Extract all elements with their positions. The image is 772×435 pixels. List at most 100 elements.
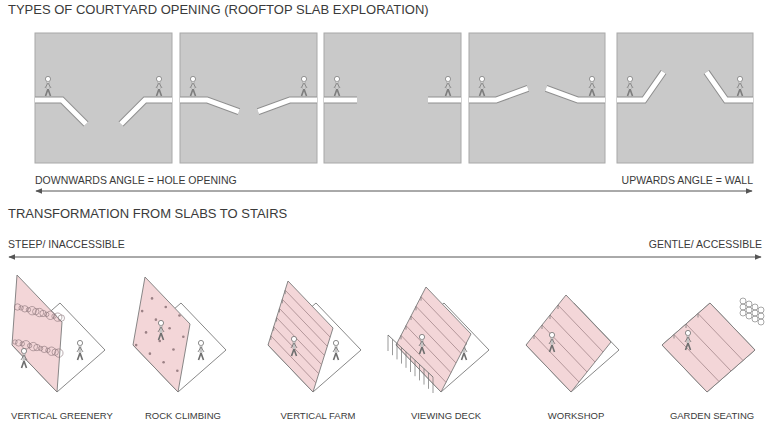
inclined-slab: [268, 281, 333, 392]
stair-step: [558, 305, 603, 352]
rooftop-slab: [428, 97, 461, 104]
rooftop-slab: [35, 100, 86, 124]
plant-mark: [27, 343, 31, 347]
plant-mark: [14, 304, 20, 310]
stair-riser: [285, 290, 286, 294]
person-figure: [291, 336, 296, 341]
person-figure: [462, 353, 467, 360]
plant-mark: [752, 316, 758, 322]
stair-step: [421, 297, 466, 344]
panel-ground: [180, 33, 317, 163]
person-figure: [589, 76, 594, 81]
climbing-hold: [151, 297, 154, 300]
stair-riser: [273, 327, 274, 331]
inclined-slab: [133, 277, 190, 392]
plant-mark: [35, 308, 43, 316]
person-figure: [550, 345, 555, 352]
climbing-hold: [141, 310, 144, 313]
rooftop-slab: [121, 100, 172, 124]
plant-mark: [740, 304, 746, 310]
program-label: VERTICAL FARM: [281, 411, 356, 422]
person-figure: [420, 347, 425, 354]
program-label: VIEWING DECK: [411, 411, 481, 422]
person-figure: [78, 353, 83, 360]
stair-step: [698, 314, 743, 361]
stair-step: [401, 335, 446, 382]
plant-mark: [740, 310, 746, 316]
stair-step: [674, 335, 719, 382]
scale-arrow: [9, 257, 761, 258]
person-figure: [46, 89, 51, 96]
stair-step: [416, 306, 461, 353]
stair-riser: [279, 308, 280, 312]
rooftop-slab: [617, 72, 664, 100]
slab-panel: [35, 33, 172, 163]
person-figure: [445, 83, 451, 88]
stair-step: [271, 336, 316, 383]
stair-step: [282, 299, 327, 346]
person-figure: [480, 89, 485, 96]
rooftop-slab: [35, 100, 86, 124]
person-figure: [628, 89, 633, 96]
climbing-hold: [155, 318, 158, 321]
person-figure: [190, 83, 196, 88]
person-figure: [45, 83, 51, 88]
scale-arrow: [36, 191, 752, 192]
person-figure: [590, 89, 595, 96]
climbing-hold: [168, 327, 171, 330]
person-figure: [198, 340, 203, 345]
rooftop-slab: [469, 88, 528, 100]
climbing-hold: [164, 306, 167, 309]
rooftop-slab: [707, 72, 754, 100]
plant-mark: [33, 308, 39, 314]
person-figure: [627, 76, 632, 81]
stair-step: [550, 315, 595, 362]
section-title: TRANSFORMATION FROM SLABS TO STAIRS: [8, 207, 287, 222]
person-figure: [198, 347, 204, 352]
plant-mark: [41, 346, 47, 352]
plant-mark: [746, 307, 752, 313]
rooftop-slab: [180, 100, 239, 112]
floor-slab: [662, 303, 755, 392]
stair-illustration: [12, 275, 105, 392]
plant-mark: [758, 313, 764, 319]
stair-riser: [558, 305, 559, 309]
person-figure: [419, 341, 425, 346]
rooftop-slab: [258, 100, 317, 112]
person-figure: [157, 89, 162, 96]
railing: [392, 339, 393, 355]
climbing-hold: [162, 361, 165, 364]
stair-riser: [550, 315, 551, 319]
person-figure: [685, 330, 690, 335]
plant-mark: [58, 315, 64, 321]
person-figure: [291, 343, 297, 348]
stair-illustration: [388, 287, 489, 393]
climbing-hold: [182, 336, 185, 339]
rooftop-slab: [546, 88, 605, 100]
stair-riser: [686, 324, 687, 328]
stair-illustration: [268, 281, 361, 392]
person-figure: [301, 76, 306, 81]
program-label: VERTICAL GREENERY: [11, 411, 113, 422]
inclined-slab: [526, 295, 611, 392]
program-label: WORKSHOP: [548, 411, 604, 422]
person-figure: [301, 83, 307, 88]
person-figure: [199, 353, 204, 360]
stair-riser: [270, 336, 271, 340]
person-figure: [334, 353, 339, 360]
person-figure: [158, 327, 164, 332]
railing: [388, 335, 389, 351]
stair-step: [277, 318, 322, 365]
climbing-hold: [145, 331, 148, 334]
stair-illustration: [133, 277, 226, 392]
railing: [415, 360, 416, 376]
rooftop-slab: [324, 97, 357, 104]
inclined-slab: [396, 287, 471, 392]
person-figure: [302, 89, 307, 96]
railing: [401, 348, 402, 364]
stair-riser: [674, 335, 675, 339]
climbing-hold: [176, 370, 179, 373]
scale-label: GENTLE/ ACCESSIBLE: [649, 238, 762, 250]
plant-mark: [740, 298, 746, 304]
railing: [406, 352, 407, 368]
